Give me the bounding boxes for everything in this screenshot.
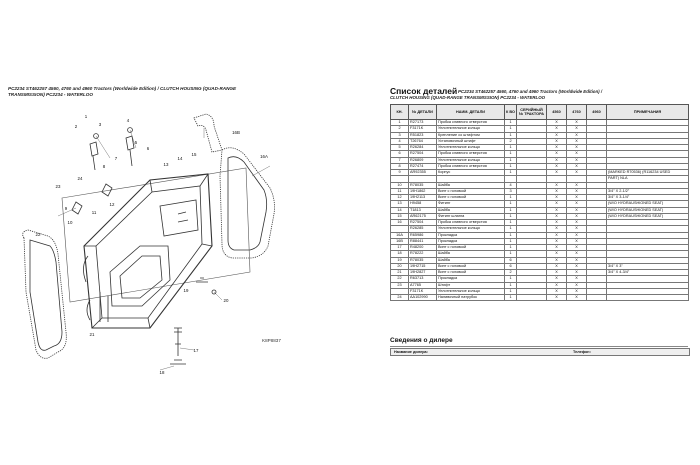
cell-note	[606, 275, 689, 283]
callout-24: 24	[78, 176, 83, 181]
callout-10: 10	[68, 220, 73, 225]
callout-11: 11	[92, 210, 97, 215]
header-notes: ПРИМЕЧАНИЯ	[606, 104, 689, 120]
diagram-panel: PC2234 ST462257 4560, 4760 and 4960 Trac…	[8, 86, 343, 375]
parts-list-subtitle: PC2234 ST462257 4560, 4760 and 4960 Trac…	[390, 89, 690, 100]
parts-list-panel: Список деталей PC2234 ST462257 4560, 476…	[362, 0, 700, 465]
callout-2: 2	[75, 124, 78, 129]
callout-16a: 16A	[260, 154, 268, 159]
parts-list-title: Список деталей	[390, 86, 458, 96]
cell-note	[606, 118, 689, 127]
cell-m3	[586, 293, 607, 302]
callout-23: 23	[56, 184, 61, 189]
callout-9: 9	[65, 206, 68, 211]
cell-note	[606, 293, 689, 302]
clutch-housing	[83, 173, 213, 329]
cell-note: 3/4" X 4-3/4"	[606, 268, 689, 277]
parts-table-header: КН. № ДЕТАЛИ НАИМ. ДЕТАЛИ К ВО СЕРИЙНЫЙ …	[390, 104, 689, 120]
header-ref: КН.	[390, 104, 409, 120]
diagram-caption: PC2234 ST462257 4560, 4760 and 4960 Trac…	[8, 86, 343, 98]
callout-19: 19	[184, 288, 189, 293]
gasket-right	[219, 147, 275, 259]
cell-qty: 1	[504, 293, 517, 302]
parts-list-subtitle-line2: CLUTCH HOUSING (QUAD-RANGE TRANSMISSION)…	[390, 94, 546, 100]
cell-note: 3/4" X 3"	[606, 262, 689, 271]
header-part-number: № ДЕТАЛИ	[408, 104, 437, 120]
exploded-parts-diagram: 1 2 3 4 5 6 7 8 9 10 11 12 13 14 15 16A …	[22, 113, 281, 375]
dealer-name-label: Название дилера:	[394, 349, 428, 354]
cell-serial	[516, 293, 547, 302]
header-qty: К ВО	[504, 104, 517, 120]
cell-note	[606, 287, 689, 296]
dealer-phone-label: Телефон:	[573, 349, 591, 354]
callout-15: 15	[192, 152, 197, 157]
callout-13: 13	[164, 162, 169, 167]
callout-5: 5	[135, 140, 138, 145]
dealer-divider	[390, 346, 688, 347]
header-4760: 4760	[566, 104, 587, 120]
gasket-left	[22, 229, 67, 359]
callout-17: 17	[194, 348, 199, 353]
header-4560: 4560	[546, 104, 567, 120]
parts-list-subtitle-line1: PC2234 ST462257 4560, 4760 and 4960 Trac…	[458, 89, 603, 94]
dealer-info-box: Название дилера: Телефон:	[390, 348, 690, 356]
cell-note	[606, 256, 689, 264]
callout-18: 18	[160, 370, 165, 375]
callout-14: 14	[178, 156, 183, 161]
cell-m1: X	[546, 293, 567, 302]
callout-16b: 16B	[232, 130, 240, 135]
dealer-info-title: Сведения о дилере	[390, 337, 453, 344]
callout-7: 7	[115, 156, 118, 161]
diagram-caption-line2: TRANSMISSION) PC2234 - WATERLOO	[8, 92, 93, 97]
callout-20: 20	[224, 298, 229, 303]
callout-6: 6	[147, 146, 150, 151]
figure-code: K8P8837	[262, 338, 281, 343]
cell-note	[606, 281, 689, 289]
cell-m2: X	[566, 293, 587, 302]
header-4960: 4960	[586, 104, 607, 120]
gasket-top	[193, 113, 223, 153]
cell-ref: 24	[390, 293, 409, 302]
header-serial: СЕРИЙНЫЙ № ТРАКТОРА	[516, 104, 547, 120]
cell-num: AA102990	[408, 293, 437, 302]
diagram-caption-line1: PC2234 ST462257 4560, 4760 and 4960 Trac…	[8, 86, 237, 91]
parts-table: КН. № ДЕТАЛИ НАИМ. ДЕТАЛИ К ВО СЕРИЙНЫЙ …	[390, 104, 689, 302]
callout-1: 1	[85, 114, 88, 119]
cell-name: Наливочный патрубок	[436, 293, 505, 302]
callout-12: 12	[110, 202, 115, 207]
callout-21: 21	[90, 332, 95, 337]
callout-3: 3	[99, 122, 102, 127]
header-part-name: НАИМ. ДЕТАЛИ	[436, 104, 505, 120]
callout-4: 4	[127, 118, 130, 123]
diagram-frame	[61, 167, 251, 303]
callout-22: 22	[36, 232, 41, 237]
callout-8: 8	[103, 164, 106, 169]
